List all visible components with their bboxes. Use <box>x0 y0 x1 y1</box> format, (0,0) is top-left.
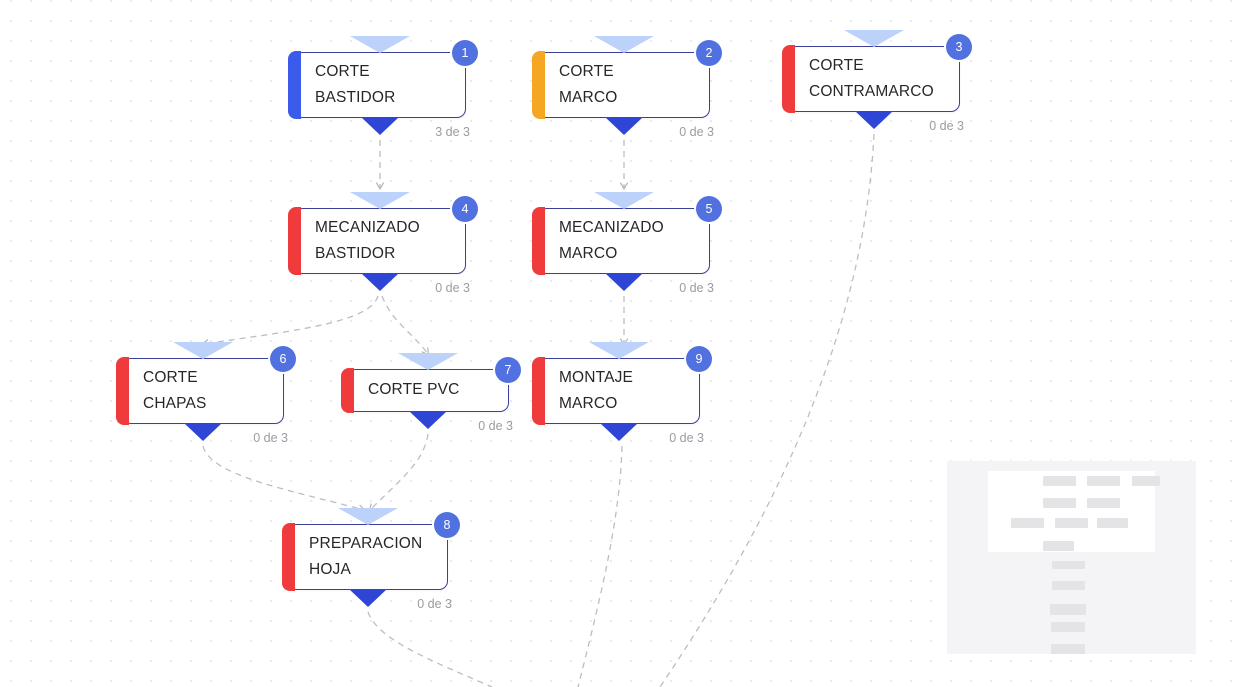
node-progress-counter: 0 de 3 <box>929 119 964 133</box>
target-handle-icon[interactable] <box>589 342 649 359</box>
source-handle-icon[interactable] <box>184 423 222 441</box>
node-label: CORTE PVC <box>368 381 460 399</box>
node-progress-counter: 0 de 3 <box>253 431 288 445</box>
node-order-badge[interactable]: 7 <box>495 357 521 383</box>
target-handle-icon[interactable] <box>398 353 458 370</box>
source-handle-icon[interactable] <box>409 411 447 429</box>
node-order-badge[interactable]: 3 <box>946 34 972 60</box>
node-label: MECANIZADO MARCO <box>559 218 664 262</box>
node-progress-counter: 3 de 3 <box>435 125 470 139</box>
skeleton-block <box>1051 622 1085 632</box>
skeleton-block <box>1051 644 1085 654</box>
skeleton-block <box>1055 518 1088 528</box>
flow-node-5[interactable]: MECANIZADO MARCO 5 0 de 3 <box>532 192 722 295</box>
source-handle-icon[interactable] <box>605 117 643 135</box>
flow-node-9[interactable]: MONTAJE MARCO 9 0 de 3 <box>532 342 712 445</box>
node-label: CORTE MARCO <box>559 62 618 106</box>
skeleton-block <box>1132 476 1160 486</box>
node-label: CORTE CHAPAS <box>143 368 207 412</box>
edge-7-8 <box>368 433 429 512</box>
flow-node-2[interactable]: CORTE MARCO 2 0 de 3 <box>532 36 722 139</box>
flow-node-4[interactable]: MECANIZADO BASTIDOR 4 0 de 3 <box>288 192 478 295</box>
node-accent-bar <box>532 207 545 275</box>
node-accent-bar <box>532 51 545 119</box>
skeleton-block <box>1050 604 1086 615</box>
source-handle-icon[interactable] <box>349 589 387 607</box>
node-progress-counter: 0 de 3 <box>478 419 513 433</box>
target-handle-icon[interactable] <box>594 192 654 209</box>
skeleton-block <box>1087 476 1120 486</box>
node-accent-bar <box>288 51 301 119</box>
node-order-badge[interactable]: 2 <box>696 40 722 66</box>
source-handle-icon[interactable] <box>361 117 399 135</box>
target-handle-icon[interactable] <box>350 36 410 53</box>
node-order-badge[interactable]: 4 <box>452 196 478 222</box>
skeleton-block <box>1087 498 1120 508</box>
skeleton-block <box>1011 518 1044 528</box>
edge-9-offscreen <box>577 445 623 687</box>
node-label: PREPARACION HOJA <box>309 534 423 578</box>
node-progress-counter: 0 de 3 <box>679 281 714 295</box>
node-order-badge[interactable]: 5 <box>696 196 722 222</box>
source-handle-icon[interactable] <box>600 423 638 441</box>
node-progress-counter: 0 de 3 <box>417 597 452 611</box>
flow-node-7[interactable]: CORTE PVC 7 0 de 3 <box>341 353 521 433</box>
node-accent-bar <box>116 357 129 425</box>
target-handle-icon[interactable] <box>594 36 654 53</box>
skeleton-block <box>1043 476 1076 486</box>
skeleton-block <box>1043 541 1074 551</box>
node-progress-counter: 0 de 3 <box>435 281 470 295</box>
target-handle-icon[interactable] <box>350 192 410 209</box>
edge-8-offscreen <box>367 611 493 687</box>
target-handle-icon[interactable] <box>844 30 904 47</box>
node-label: CORTE CONTRAMARCO <box>809 56 934 100</box>
flow-node-8[interactable]: PREPARACION HOJA 8 0 de 3 <box>282 508 460 611</box>
ghost-preview-panel <box>947 461 1196 654</box>
skeleton-block <box>1052 581 1085 590</box>
edge-4-7 <box>381 295 430 356</box>
target-handle-icon[interactable] <box>338 508 398 525</box>
node-order-badge[interactable]: 8 <box>434 512 460 538</box>
skeleton-block <box>1052 561 1085 569</box>
flow-node-6[interactable]: CORTE CHAPAS 6 0 de 3 <box>116 342 296 445</box>
node-accent-bar <box>282 523 295 591</box>
flow-node-1[interactable]: CORTE BASTIDOR 1 3 de 3 <box>288 36 478 139</box>
skeleton-block <box>1043 498 1076 508</box>
node-progress-counter: 0 de 3 <box>669 431 704 445</box>
node-progress-counter: 0 de 3 <box>679 125 714 139</box>
node-order-badge[interactable]: 6 <box>270 346 296 372</box>
node-order-badge[interactable]: 9 <box>686 346 712 372</box>
node-label: CORTE BASTIDOR <box>315 62 396 106</box>
node-accent-bar <box>532 357 545 425</box>
flow-node-3[interactable]: CORTE CONTRAMARCO 3 0 de 3 <box>782 30 972 133</box>
node-label: MONTAJE MARCO <box>559 368 633 412</box>
source-handle-icon[interactable] <box>855 111 893 129</box>
skeleton-block <box>1097 518 1128 528</box>
source-handle-icon[interactable] <box>605 273 643 291</box>
node-order-badge[interactable]: 1 <box>452 40 478 66</box>
node-accent-bar <box>782 45 795 113</box>
node-accent-bar <box>288 207 301 275</box>
node-accent-bar <box>341 368 354 413</box>
target-handle-icon[interactable] <box>173 342 233 359</box>
node-label: MECANIZADO BASTIDOR <box>315 218 420 262</box>
source-handle-icon[interactable] <box>361 273 399 291</box>
edge-4-6 <box>200 295 379 348</box>
edge-6-8 <box>202 445 367 513</box>
